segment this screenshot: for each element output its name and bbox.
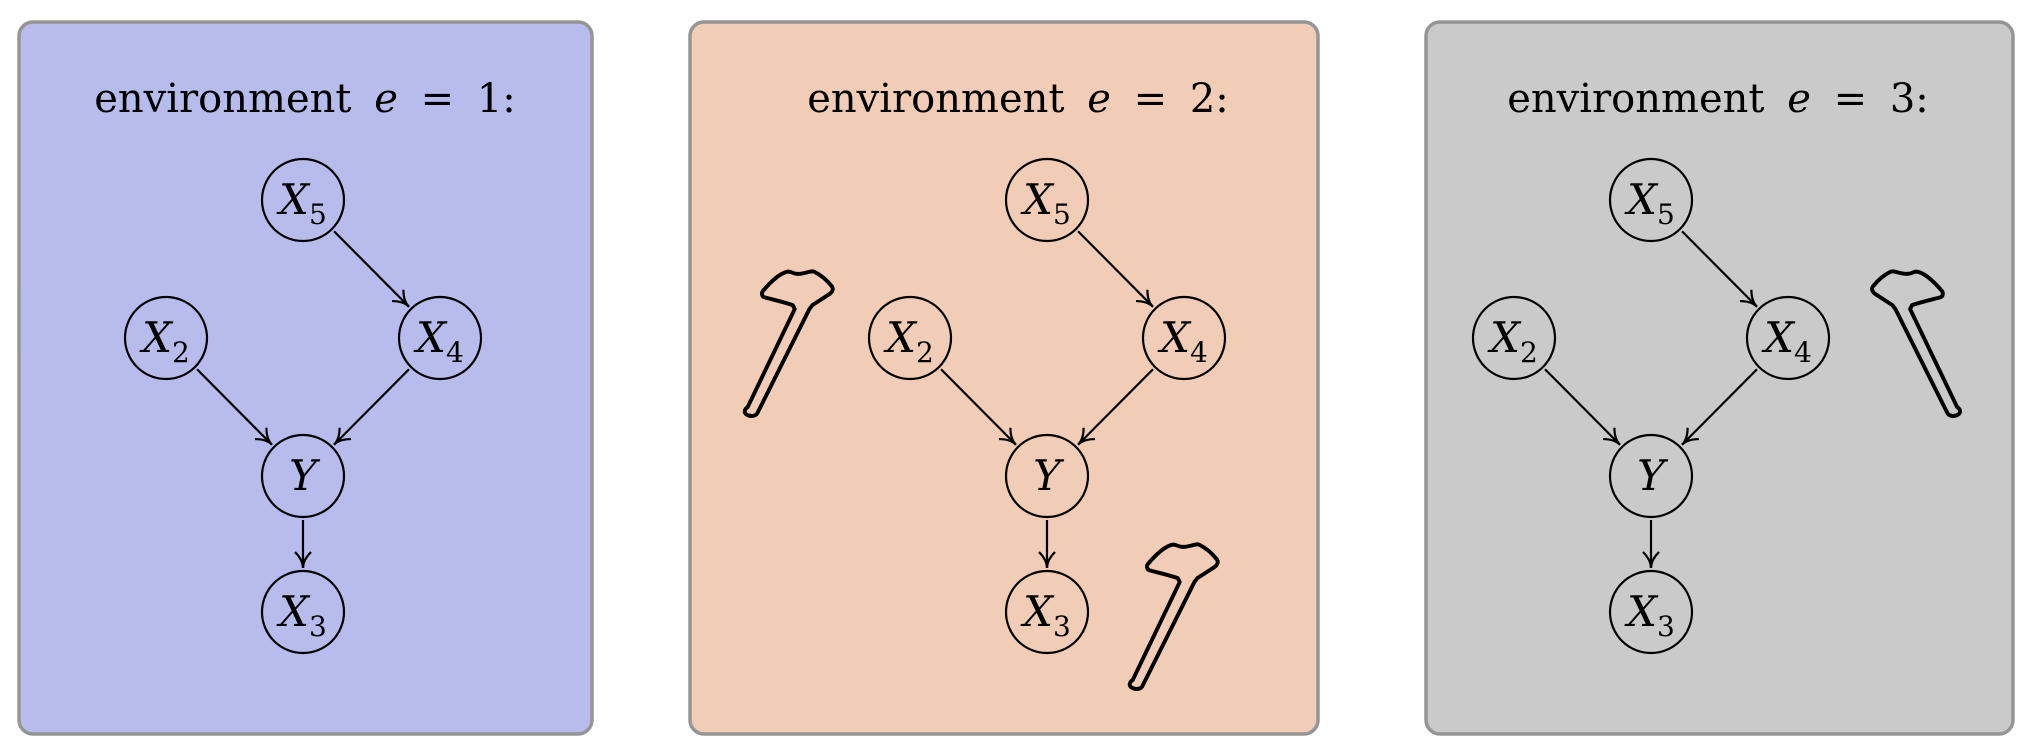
- node-label: X2: [139, 313, 190, 369]
- node-label: Y: [289, 451, 321, 500]
- node-label: X5: [1624, 175, 1675, 231]
- edge-x2-to-y: [196, 368, 273, 446]
- node-circle: [1608, 433, 1694, 519]
- node-circle: [123, 295, 209, 381]
- node-circle: [1471, 295, 1557, 381]
- edge-x5-to-x4: [1077, 230, 1154, 308]
- edge-x5-to-x4: [333, 230, 410, 308]
- node-label: X5: [1020, 175, 1071, 231]
- node-y: Y: [1004, 433, 1090, 519]
- edge-x4-to-y: [333, 368, 410, 446]
- node-label: Y: [1033, 451, 1065, 500]
- node-circle: [260, 433, 346, 519]
- node-x3: X3: [260, 569, 346, 655]
- node-x2: X2: [123, 295, 209, 381]
- panel-title: environment e = 2:: [807, 76, 1229, 122]
- edge-x2-to-y: [940, 368, 1017, 446]
- node-label: X4: [1761, 313, 1812, 369]
- node-x3: X3: [1608, 569, 1694, 655]
- node-label: X2: [883, 313, 934, 369]
- panel-title: environment e = 1:: [94, 76, 516, 122]
- node-circle: [1141, 295, 1227, 381]
- edge-x4-to-y: [1681, 368, 1758, 446]
- panel-title: environment e = 3:: [1507, 76, 1929, 122]
- node-circle: [1004, 433, 1090, 519]
- node-x4: X4: [397, 295, 483, 381]
- node-label: X2: [1487, 313, 1538, 369]
- node-x4: X4: [1141, 295, 1227, 381]
- node-label: X4: [1157, 313, 1208, 369]
- node-circle: [1745, 295, 1831, 381]
- node-x5: X5: [1608, 157, 1694, 243]
- node-x4: X4: [1745, 295, 1831, 381]
- node-label: X3: [276, 587, 327, 643]
- node-circle: [397, 295, 483, 381]
- node-label: X5: [276, 175, 327, 231]
- node-label: X4: [413, 313, 464, 369]
- panel-background: [688, 20, 1320, 736]
- node-circle: [1004, 569, 1090, 655]
- node-circle: [1608, 157, 1694, 243]
- node-circle: [260, 157, 346, 243]
- node-circle: [1004, 157, 1090, 243]
- node-label: X3: [1020, 587, 1071, 643]
- panel-background: [1424, 20, 2015, 736]
- node-x3: X3: [1004, 569, 1090, 655]
- node-x2: X2: [1471, 295, 1557, 381]
- node-label: Y: [1637, 451, 1669, 500]
- node-circle: [260, 569, 346, 655]
- node-circle: [867, 295, 953, 381]
- node-x2: X2: [867, 295, 953, 381]
- node-y: Y: [1608, 433, 1694, 519]
- node-y: Y: [260, 433, 346, 519]
- node-x5: X5: [260, 157, 346, 243]
- node-label: X3: [1624, 587, 1675, 643]
- edge-x5-to-x4: [1681, 230, 1758, 308]
- panel-background: [17, 20, 594, 736]
- edge-x4-to-y: [1077, 368, 1154, 446]
- node-circle: [1608, 569, 1694, 655]
- node-x5: X5: [1004, 157, 1090, 243]
- edge-x2-to-y: [1544, 368, 1621, 446]
